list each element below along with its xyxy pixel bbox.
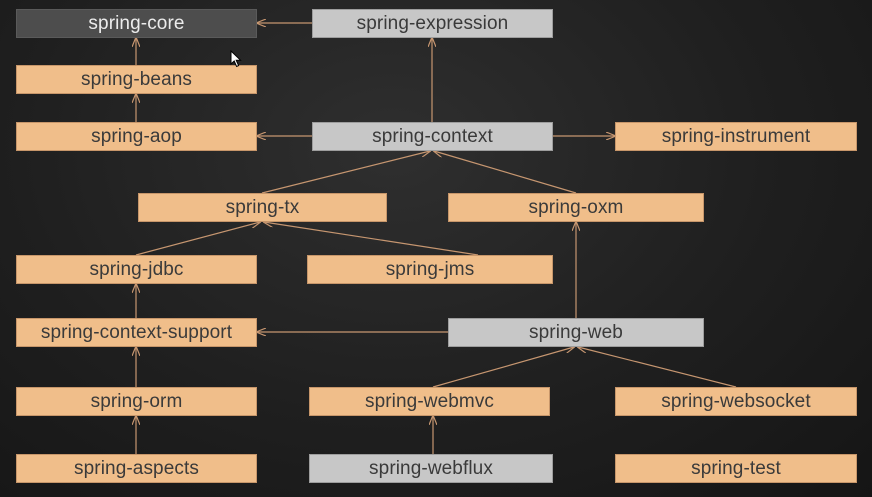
node-spring-context-support: spring-context-support	[16, 318, 257, 347]
node-spring-webflux: spring-webflux	[309, 454, 553, 483]
edge-jms-to-tx	[264, 222, 479, 256]
node-spring-aspects: spring-aspects	[16, 454, 257, 483]
node-spring-jms: spring-jms	[307, 255, 553, 284]
node-spring-core: spring-core	[16, 9, 257, 38]
node-spring-aop: spring-aop	[16, 122, 257, 151]
node-spring-tx: spring-tx	[138, 193, 387, 222]
node-spring-test: spring-test	[615, 454, 857, 483]
node-spring-websocket: spring-websocket	[615, 387, 857, 416]
node-spring-webmvc: spring-webmvc	[309, 387, 550, 416]
edge-oxm-to-context	[434, 151, 577, 194]
mouse-pointer-icon	[230, 50, 242, 68]
node-spring-jdbc: spring-jdbc	[16, 255, 257, 284]
node-spring-instrument: spring-instrument	[615, 122, 857, 151]
node-spring-context: spring-context	[312, 122, 553, 151]
node-spring-beans: spring-beans	[16, 65, 257, 94]
node-spring-expression: spring-expression	[312, 9, 553, 38]
node-spring-web: spring-web	[448, 318, 704, 347]
edge-tx-to-context	[261, 151, 430, 194]
edge-jdbc-to-tx	[135, 222, 260, 256]
node-spring-oxm: spring-oxm	[448, 193, 704, 222]
node-spring-orm: spring-orm	[16, 387, 257, 416]
edge-websocket-to-web	[578, 347, 737, 388]
edge-webmvc-to-web	[432, 347, 574, 388]
